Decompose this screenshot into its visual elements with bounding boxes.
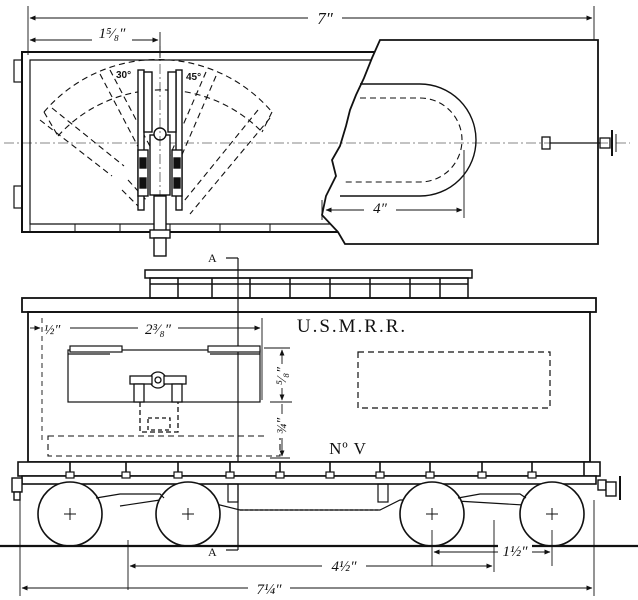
dim-overall-length-label: 7″ bbox=[317, 9, 334, 28]
section-line bbox=[226, 257, 239, 551]
dim-overall-label: 7¼″ bbox=[257, 582, 283, 598]
water-hatch bbox=[340, 83, 477, 197]
hand-brake bbox=[129, 371, 187, 433]
dim-wheelbase-label: 1½″ bbox=[503, 544, 529, 560]
truck-swing-envelope bbox=[39, 58, 273, 215]
dim-end bbox=[30, 318, 43, 440]
right-panel bbox=[357, 351, 551, 409]
cutaway-cover bbox=[321, 39, 599, 245]
dim-height-lower-label: ¾″ bbox=[275, 418, 290, 435]
angle-45-label: 45° bbox=[186, 72, 201, 83]
dim-inner-length-label: 4″ bbox=[373, 201, 388, 217]
end-couplers bbox=[11, 476, 621, 501]
dim-truck-centers-label: 4½″ bbox=[332, 559, 358, 575]
coal-bunker bbox=[144, 269, 473, 299]
angle-30-label: 30° bbox=[116, 70, 131, 81]
dim-end-label: ½″ bbox=[44, 323, 61, 338]
section-mark-top: A bbox=[208, 251, 217, 265]
left-panel bbox=[67, 345, 261, 403]
wheels bbox=[37, 481, 585, 547]
dim-height-upper-label: ⁵⁄₈″ bbox=[275, 367, 290, 385]
car-number: Nº V bbox=[329, 439, 367, 458]
section-mark-bottom: A bbox=[208, 545, 217, 559]
plan-view: 7″ 1⁵⁄₈″ bbox=[4, 6, 630, 257]
car-lettering: U.S.M.R.R. bbox=[297, 316, 407, 337]
dim-window-label: 2³⁄₈″ bbox=[145, 322, 172, 338]
elevation-view: A A ½″ 2³ bbox=[0, 251, 638, 598]
underframe bbox=[17, 461, 601, 485]
dim-bottom bbox=[19, 500, 595, 596]
plan-truck bbox=[137, 46, 183, 257]
dim-pivot-offset-label: 1⁵⁄₈″ bbox=[99, 26, 126, 42]
